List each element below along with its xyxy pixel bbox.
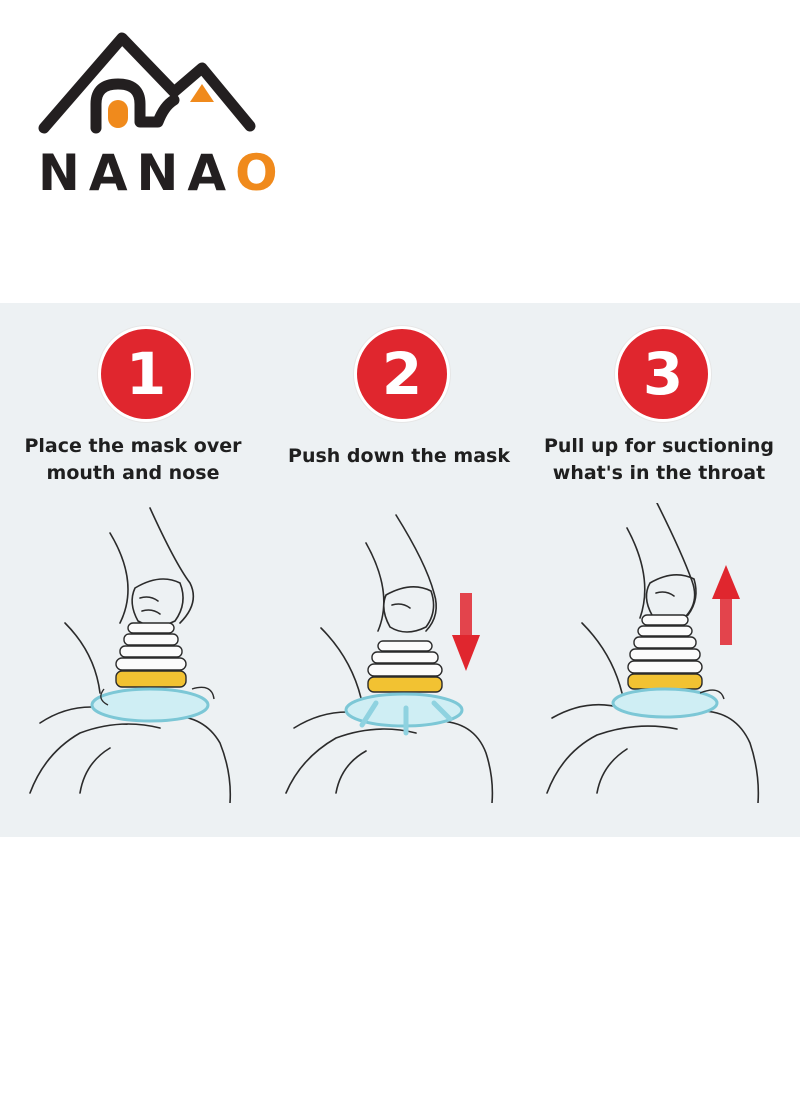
instruction-panel: 1 Place the mask over mouth and nose bbox=[0, 303, 800, 837]
step-2: 2 Push down the mask bbox=[266, 303, 532, 837]
step-number-badge: 3 bbox=[615, 326, 711, 422]
mountain-house-icon bbox=[38, 32, 256, 134]
step-number-badge: 1 bbox=[98, 326, 194, 422]
peak-triangle bbox=[190, 84, 214, 102]
pressure-arrows-icon bbox=[359, 700, 453, 736]
step-caption: Place the mask over mouth and nose bbox=[0, 433, 266, 487]
step-caption: Pull up for suctioning what's in the thr… bbox=[526, 433, 792, 487]
step-3: 3 Pull up for suctioning what's in the t… bbox=[532, 303, 798, 837]
mask-placement-illustration bbox=[29, 507, 232, 803]
brand-name-prefix: NANA bbox=[38, 144, 236, 202]
brand-logo: NANAO bbox=[34, 30, 284, 205]
arrow-up-icon bbox=[712, 565, 740, 645]
step-1: 1 Place the mask over mouth and nose bbox=[0, 303, 266, 837]
arrow-down-icon bbox=[452, 593, 480, 671]
caption-line: Place the mask over bbox=[24, 435, 242, 457]
brand-wordmark: NANAO bbox=[38, 148, 287, 198]
step-caption: Push down the mask bbox=[266, 443, 532, 470]
caption-line: what's in the throat bbox=[552, 462, 766, 484]
mask-push-illustration bbox=[285, 514, 494, 803]
step-number-badge: 2 bbox=[354, 326, 450, 422]
caption-line: Push down the mask bbox=[288, 445, 510, 467]
caption-line: Pull up for suctioning bbox=[543, 435, 775, 457]
caption-line: mouth and nose bbox=[46, 462, 220, 484]
door-shape bbox=[108, 100, 128, 128]
mask-pull-illustration bbox=[546, 503, 760, 803]
brand-name-last: O bbox=[235, 144, 287, 202]
